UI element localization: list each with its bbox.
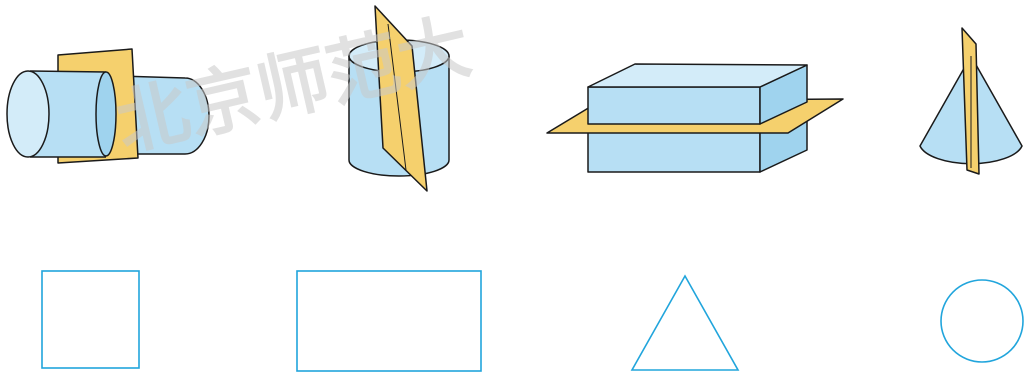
- horizontal-cylinder-with-plane: [6, 48, 210, 164]
- cylinder-end-cap: [6, 70, 50, 158]
- cylinder-left-part: [30, 71, 106, 157]
- prism-lower-front: [587, 130, 761, 173]
- rectangular-prism-with-plane: [546, 63, 844, 173]
- prism-upper-front: [587, 86, 761, 125]
- cut-face: [95, 71, 117, 157]
- cone-with-plane: [919, 27, 1023, 175]
- vertical-cylinder-with-plane: [348, 5, 450, 192]
- square-section: [41, 270, 140, 369]
- prism-top: [587, 63, 808, 88]
- cutting-plane: [374, 5, 428, 192]
- circle-section: [940, 279, 1024, 363]
- rectangle-section: [296, 270, 482, 372]
- cross-sections: [41, 270, 1024, 372]
- cylinder-right-part: [119, 75, 210, 155]
- triangle-section: [630, 274, 740, 371]
